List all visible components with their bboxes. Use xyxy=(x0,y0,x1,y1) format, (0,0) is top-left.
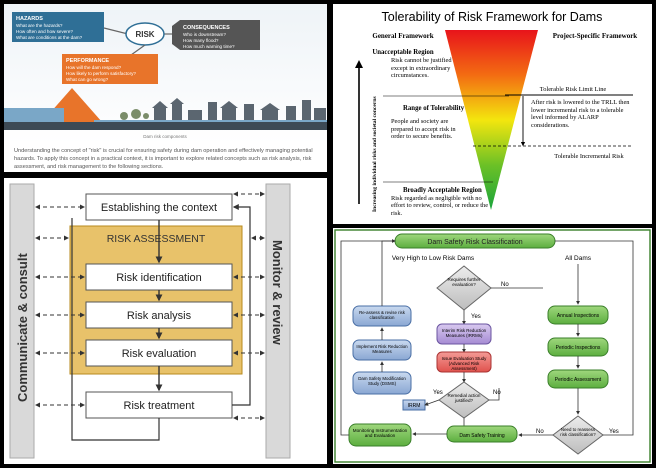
feedback-loop-arrow xyxy=(232,204,251,406)
establishing-context-box xyxy=(85,193,233,221)
dam-risk-components-figure: HAZARDS What are the hazards? How often … xyxy=(4,4,327,144)
risk-identification-label: Risk identification xyxy=(116,272,202,284)
dsms-label: Dam Safety Modification Study (DSMS) xyxy=(358,376,406,386)
tolerability-triangle xyxy=(445,30,538,210)
trees xyxy=(120,109,149,120)
monitor-review-label: Monitor & review xyxy=(270,240,285,346)
communicate-consult-label: Communicate & consult xyxy=(15,253,30,402)
reassess-decision xyxy=(552,415,604,455)
very-high-label: Very High to Low Risk Dams xyxy=(392,255,475,262)
hazards-line: How often and how severe? xyxy=(16,29,73,34)
yes-label: Yes xyxy=(433,390,443,396)
hazards-box xyxy=(12,12,104,42)
unacceptable-region-text: Risk cannot be justified except in extra… xyxy=(391,57,452,80)
reservoir xyxy=(4,108,64,122)
remedial-action-label: Remedial action justified? xyxy=(447,393,481,404)
risk-label: RISK xyxy=(135,30,154,39)
all-dams-label: All Dams xyxy=(565,255,592,262)
tolerable-incremental-label: Tolerable Incremental Risk xyxy=(554,153,624,160)
reassess-decision-label: Need to reassess risk classification? xyxy=(560,427,596,438)
tolerability-framework-panel: Tolerability of Risk Framework for Dams … xyxy=(333,4,652,224)
river xyxy=(94,120,327,122)
dashed-connectors xyxy=(35,191,265,421)
monitor-review-bar xyxy=(265,183,291,459)
performance-line: How likely to perform satisfactory? xyxy=(66,71,136,76)
broadly-acceptable-text: Risk regarded as negligible with no effo… xyxy=(391,195,489,217)
issue-evaluation-label: Issue Evaluation Study (Advanced Risk As… xyxy=(441,356,487,371)
vertical-axis-label: Increasing individual risks and societal… xyxy=(372,96,378,212)
communicate-consult-bar xyxy=(9,183,35,459)
consequences-line: How much warning time? xyxy=(183,44,235,49)
consequences-title: CONSEQUENCES xyxy=(183,25,230,31)
training-label: Dam Safety Training xyxy=(459,433,505,439)
figure-caption: Dam risk components xyxy=(143,134,187,139)
general-framework-label: General Framework xyxy=(372,32,433,40)
dam-risk-components-panel: HAZARDS What are the hazards? How often … xyxy=(4,4,327,172)
establishing-context-label: Establishing the context xyxy=(101,202,217,214)
risk-evaluation-box xyxy=(85,339,233,367)
intro-paragraph: Understanding the concept of "risk" is c… xyxy=(14,148,313,170)
yes-label: Yes xyxy=(471,314,481,320)
consequences-line: How many flood? xyxy=(183,38,219,43)
range-of-tolerability-text: People and society are prepared to accep… xyxy=(391,118,456,141)
tolerability-framework-figure: Tolerability of Risk Framework for Dams … xyxy=(355,10,638,217)
annual-inspections-label: Annual Inspections xyxy=(557,313,600,319)
implement-label: Implement Risk Reduction Measures xyxy=(356,344,408,354)
classification-title: Dam Safety Risk Classification xyxy=(427,239,522,246)
reassess-label: Re-assess & revise risk classification xyxy=(359,310,405,320)
performance-title: PERFORMANCE xyxy=(66,58,109,64)
interim-measures-label: Interim Risk Reduction Measures (IRRMs) xyxy=(441,328,487,338)
yes-loop-line xyxy=(573,240,634,436)
periodic-inspections-label: Periodic Inspections xyxy=(556,345,601,351)
no-label: No xyxy=(493,390,501,396)
risk-assessment-label: RISK ASSESSMENT xyxy=(107,233,206,245)
trll-label: Tolerable Risk Limit Line xyxy=(540,86,607,93)
range-of-tolerability-label: Range of Tolerability xyxy=(403,105,465,112)
hazards-line: What are conditions at the dam? xyxy=(16,35,83,40)
outer-loop-line xyxy=(71,218,160,441)
yes-label: Yes xyxy=(609,429,619,435)
risk-evaluation-label: Risk evaluation xyxy=(122,348,197,360)
performance-line: What can go wrong? xyxy=(66,77,109,82)
dam-safety-flowchart: Dam Safety Risk Classification Very High… xyxy=(334,229,651,463)
irrm-label: IRRM xyxy=(408,403,421,409)
no-label: No xyxy=(501,282,509,288)
framework-title: Tolerability of Risk Framework for Dams xyxy=(382,10,603,24)
requires-evaluation-label: Requires further evaluation? xyxy=(447,277,481,288)
hazards-line: What are the hazards? xyxy=(16,23,63,28)
trll-text: After risk is lowered to the TRLL then l… xyxy=(531,99,630,129)
periodic-assessment-label: Periodic Assessment xyxy=(555,377,602,383)
risk-analysis-box xyxy=(85,301,233,329)
project-specific-label: Project-Specific Framework xyxy=(553,32,638,40)
risk-identification-box xyxy=(85,263,233,291)
no-label: No xyxy=(536,429,544,435)
risk-management-process-figure: Communicate & consult Monitor & review R… xyxy=(9,183,291,459)
hazards-title: HAZARDS xyxy=(16,16,43,22)
performance-box xyxy=(62,54,158,84)
risk-management-process-panel: Communicate & consult Monitor & review R… xyxy=(4,178,327,464)
risk-analysis-label: Risk analysis xyxy=(127,310,192,322)
downstream-buildings xyxy=(152,98,326,120)
monitoring-loop-line xyxy=(340,240,395,436)
consequences-line: Who is downstream? xyxy=(183,32,226,37)
risk-treatment-label: Risk treatment xyxy=(124,400,195,412)
broadly-acceptable-label: Broadly Acceptable Region xyxy=(403,187,482,194)
consequences-box xyxy=(172,20,260,50)
dam-safety-classification-panel: Dam Safety Risk Classification Very High… xyxy=(333,228,652,464)
performance-line: How will the dam respond? xyxy=(66,65,122,70)
monitoring-label: Monitoring Instrumentation and Evaluatio… xyxy=(352,428,408,439)
ground xyxy=(4,122,327,130)
unacceptable-region-label: Unacceptable Region xyxy=(372,49,434,56)
